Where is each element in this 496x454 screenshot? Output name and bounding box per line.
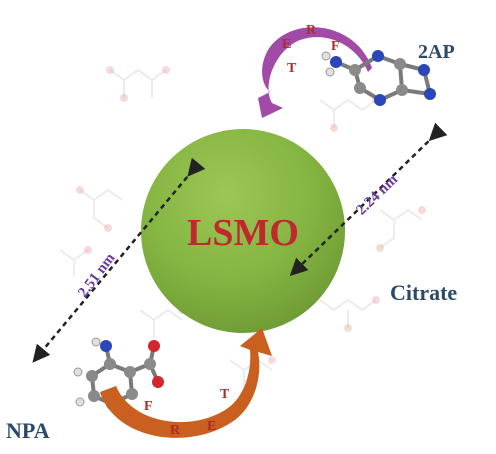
label-2ap: 2AP [418, 41, 455, 63]
label-citrate: Citrate [390, 280, 457, 305]
distance-label-right: 2.24 nm [353, 171, 401, 218]
distance-arrow-left [32, 157, 206, 363]
fret-bottom-f: F [144, 399, 153, 414]
label-npa: NPA [6, 418, 50, 443]
fret-top-t: T [287, 61, 297, 76]
fret-top-f: F [331, 39, 340, 54]
fret-bottom-e: E [207, 419, 216, 434]
fret-top-e: E [282, 37, 291, 52]
fret-bottom-r: R [170, 423, 181, 438]
fret-bottom-t: T [220, 387, 230, 402]
fret-arrow-top [258, 27, 372, 118]
fret-top-r: R [306, 23, 317, 38]
fret-arrow-bottom [100, 328, 272, 438]
center-label: LSMO [187, 212, 299, 254]
distance-label-left: 2.51 nm [75, 250, 119, 301]
2ap-molecule [321, 50, 436, 106]
